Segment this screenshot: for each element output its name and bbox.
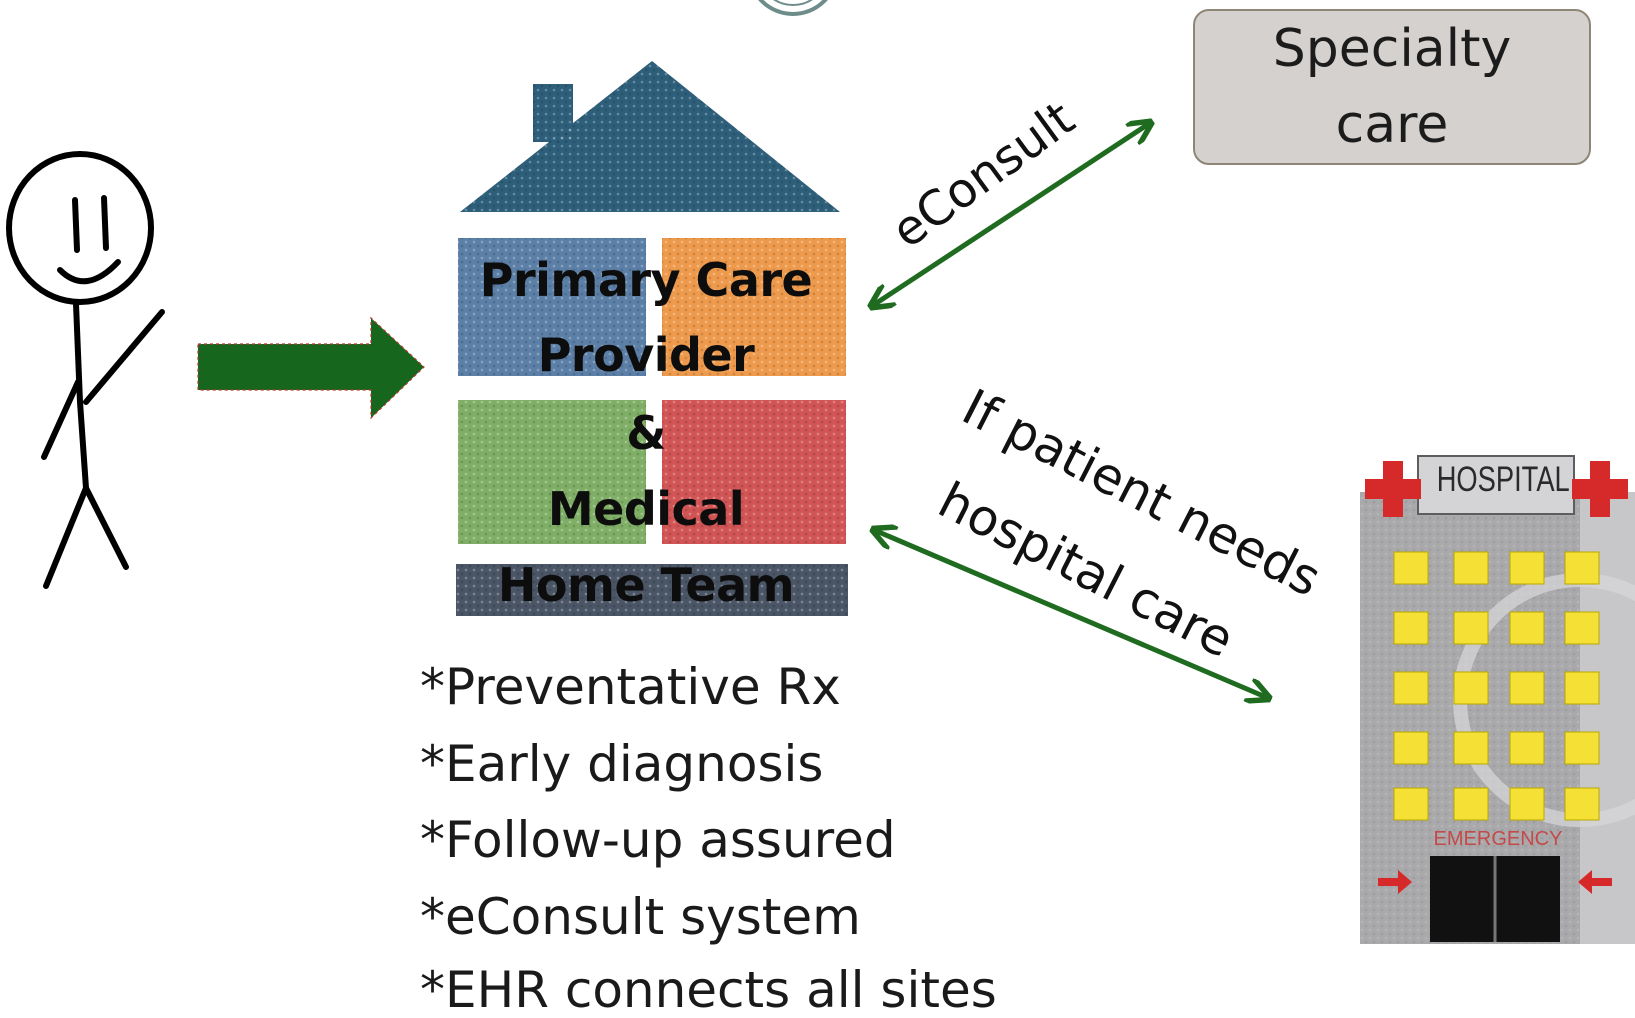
feature-item-2: *Early diagnosis — [420, 735, 824, 793]
specialty-label-line-1: Specialty — [1272, 19, 1512, 79]
hospital-building-icon — [1360, 455, 1635, 944]
patient-stick-figure-icon — [6, 151, 165, 589]
house-label-line-4: Medical — [547, 482, 745, 536]
hospital-sign-text: HOSPITAL — [1436, 460, 1570, 499]
referral-arrow-icon — [197, 316, 425, 420]
house-label-line-1: Primary Care — [479, 253, 813, 307]
feature-item-5: *EHR connects all sites — [420, 961, 997, 1018]
feature-item-3: *Follow-up assured — [420, 811, 896, 869]
medical-home-house-icon — [456, 61, 848, 616]
specialty-care-box: Specialty care — [1193, 9, 1591, 165]
house-label-line-5: Home Team — [497, 558, 795, 612]
specialty-label-line-2: care — [1335, 95, 1449, 155]
hospital-arrow-icon — [874, 530, 1268, 698]
econsult-arrow-icon — [872, 123, 1150, 306]
house-label-line-3: & — [626, 406, 666, 460]
feature-item-4: *eConsult system — [420, 888, 861, 946]
house-label-line-2: Provider — [537, 328, 755, 382]
emergency-sign-text: EMERGENCY — [1433, 828, 1563, 850]
top-circle-ornament — [758, 0, 828, 16]
feature-item-1: *Preventative Rx — [420, 658, 841, 716]
